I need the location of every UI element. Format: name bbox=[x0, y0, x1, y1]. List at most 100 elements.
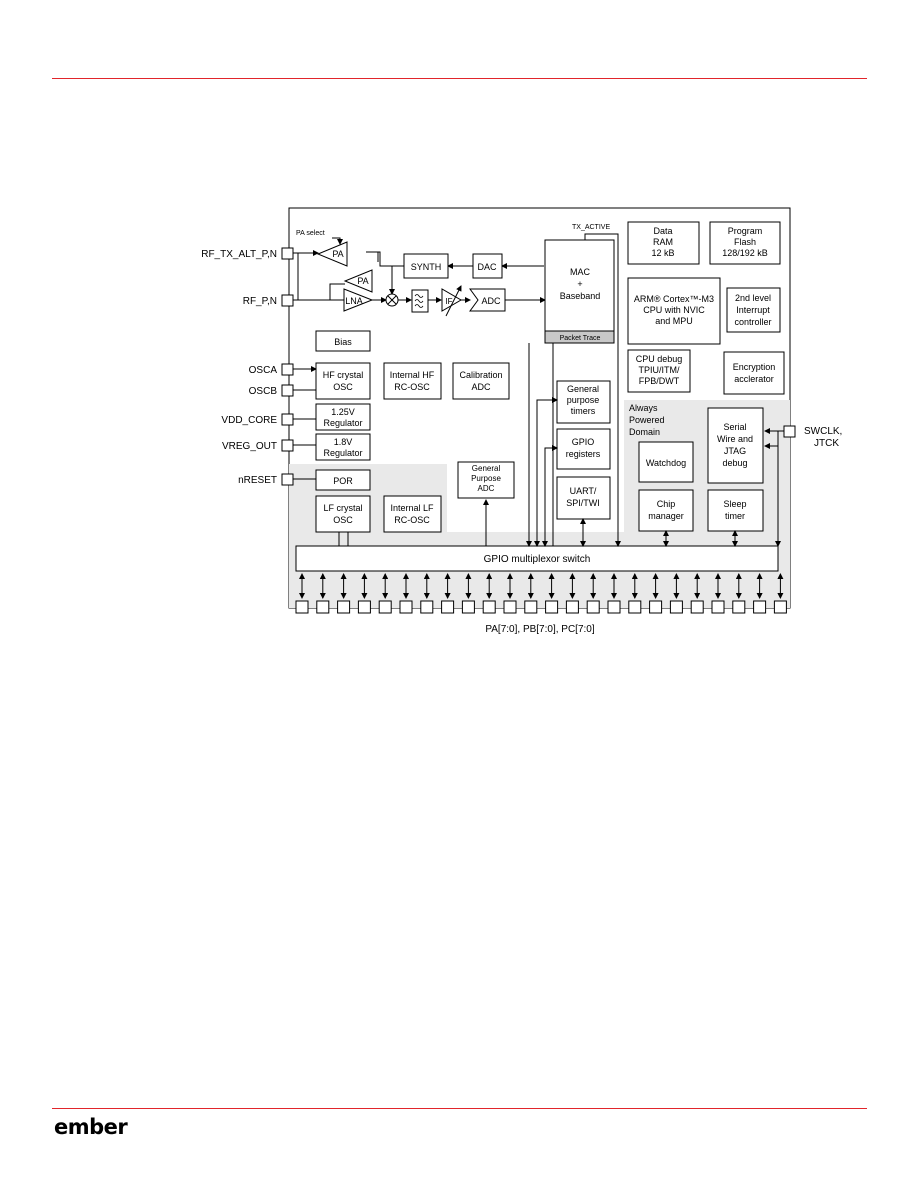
always-powered-l3: Domain bbox=[629, 427, 660, 437]
cpudbg-l2: TPIU/ITM/ bbox=[639, 365, 680, 375]
cpudbg-l1: CPU debug bbox=[636, 354, 683, 364]
ember-logo: ember bbox=[54, 1115, 128, 1139]
pin-label-nreset: nRESET bbox=[238, 475, 277, 486]
gpioreg-l1: GPIO bbox=[572, 437, 595, 447]
chipmgr-l2: manager bbox=[648, 511, 684, 521]
uart-l1: UART/ bbox=[570, 486, 597, 496]
swclk-label-1: SWCLK, bbox=[804, 426, 842, 437]
port-pad bbox=[399, 600, 413, 614]
bias-block bbox=[315, 330, 371, 352]
gpio-mux-label: GPIO multiplexor switch bbox=[484, 554, 591, 565]
ram-l1: Data bbox=[653, 226, 672, 236]
internal-hf-rc-osc bbox=[383, 362, 442, 400]
port-pad bbox=[441, 600, 455, 614]
dac-block bbox=[472, 253, 503, 279]
swclk-label-2: JTCK bbox=[814, 438, 839, 449]
intc-l2: Interrupt bbox=[736, 305, 770, 315]
pin-label-osca: OSCA bbox=[249, 365, 278, 376]
intc-l3: controller bbox=[734, 317, 771, 327]
program-flash bbox=[709, 221, 781, 265]
port-pad bbox=[420, 600, 434, 614]
chipmgr-l1: Chip bbox=[657, 499, 676, 509]
swj-l1: Serial bbox=[723, 422, 746, 432]
swj-l4: debug bbox=[722, 458, 747, 468]
enc-l1: Encryption bbox=[733, 362, 776, 372]
port-pad bbox=[482, 600, 496, 614]
pa-amplifier-tx-alt bbox=[316, 241, 348, 267]
gpadc-l2: Purpose bbox=[471, 474, 501, 483]
data-ram bbox=[627, 221, 700, 265]
gpadc-l3: ADC bbox=[478, 484, 495, 493]
dac-label: DAC bbox=[477, 262, 497, 272]
pin-label-rf: RF_P,N bbox=[243, 296, 277, 307]
pin-label-vdd-core: VDD_CORE bbox=[221, 415, 277, 426]
filter bbox=[411, 289, 429, 313]
timers-l3: timers bbox=[571, 406, 596, 416]
port-pad bbox=[461, 600, 475, 614]
swj-l2: Wire and bbox=[717, 434, 753, 444]
port-pad bbox=[711, 600, 725, 614]
hf-crystal-l1: HF crystal bbox=[323, 370, 364, 380]
hf-crystal-osc bbox=[315, 362, 371, 400]
port-pad bbox=[524, 600, 538, 614]
always-powered-l1: Always bbox=[629, 403, 658, 413]
pin-nreset bbox=[281, 473, 294, 486]
pin-vreg-out bbox=[281, 439, 294, 452]
lna-label: LNA bbox=[345, 296, 363, 306]
cpu-l1: ARM® Cortex™-M3 bbox=[634, 294, 714, 304]
pin-rf-tx-alt bbox=[281, 247, 294, 260]
chip-manager bbox=[638, 489, 694, 532]
sleep-timer bbox=[707, 489, 764, 532]
enc-l2: acclerator bbox=[734, 374, 774, 384]
pa1-label: PA bbox=[332, 249, 343, 259]
watchdog-label: Watchdog bbox=[646, 458, 686, 468]
ram-l3: 12 kB bbox=[651, 248, 674, 258]
hf-crystal-l2: OSC bbox=[333, 382, 353, 392]
swj-l3: JTAG bbox=[724, 446, 746, 456]
pa2-label: PA bbox=[357, 276, 368, 286]
reg125-l2: Regulator bbox=[323, 418, 362, 428]
if-label: IF bbox=[445, 297, 452, 306]
packet-trace bbox=[544, 330, 615, 344]
flash-l1: Program bbox=[728, 226, 763, 236]
flash-l2: Flash bbox=[734, 237, 756, 247]
pin-rf bbox=[281, 294, 294, 307]
pin-swclk bbox=[783, 425, 796, 438]
calibration-adc bbox=[452, 362, 510, 400]
port-pad bbox=[337, 600, 351, 614]
header-rule bbox=[52, 78, 867, 79]
footer-rule bbox=[52, 1108, 867, 1109]
timers-l1: General bbox=[567, 384, 599, 394]
port-pad bbox=[628, 600, 642, 614]
tx-active-label: TX_ACTIVE bbox=[572, 224, 610, 231]
port-pad bbox=[503, 600, 517, 614]
internal-hf-l2: RC-OSC bbox=[394, 382, 430, 392]
port-pad bbox=[316, 600, 330, 614]
mac-baseband-block bbox=[544, 239, 615, 344]
calibration-l2: ADC bbox=[471, 382, 491, 392]
pin-label-vreg-out: VREG_OUT bbox=[222, 441, 277, 452]
timers-l2: purpose bbox=[567, 395, 600, 405]
flash-l3: 128/192 kB bbox=[722, 248, 768, 258]
watchdog bbox=[638, 441, 694, 483]
left-pins: RF_TX_ALT_P,N RF_P,N OSCA OSCB VDD_CORE … bbox=[201, 247, 294, 486]
port-pad bbox=[378, 600, 392, 614]
reg18-l1: 1.8V bbox=[334, 437, 353, 447]
sleep-l1: Sleep bbox=[723, 499, 746, 509]
mac-line2: + bbox=[577, 279, 582, 289]
port-pad bbox=[732, 600, 746, 614]
internal-lf-l2: RC-OSC bbox=[394, 515, 430, 525]
pa-amplifier-rf bbox=[343, 269, 373, 293]
port-pad bbox=[545, 600, 559, 614]
gpio-mux-switch bbox=[295, 545, 779, 572]
cpu-debug bbox=[627, 349, 691, 393]
pa-select-label: PA select bbox=[296, 230, 325, 237]
pin-label-rf-tx-alt: RF_TX_ALT_P,N bbox=[201, 249, 277, 260]
adc-label: ADC bbox=[481, 296, 501, 306]
lf-crystal-l1: LF crystal bbox=[323, 503, 362, 513]
por-label: POR bbox=[333, 476, 353, 486]
general-purpose-adc bbox=[457, 461, 515, 499]
ram-l2: RAM bbox=[653, 237, 673, 247]
internal-lf-l1: Internal LF bbox=[390, 503, 434, 513]
reg18-l2: Regulator bbox=[323, 448, 362, 458]
